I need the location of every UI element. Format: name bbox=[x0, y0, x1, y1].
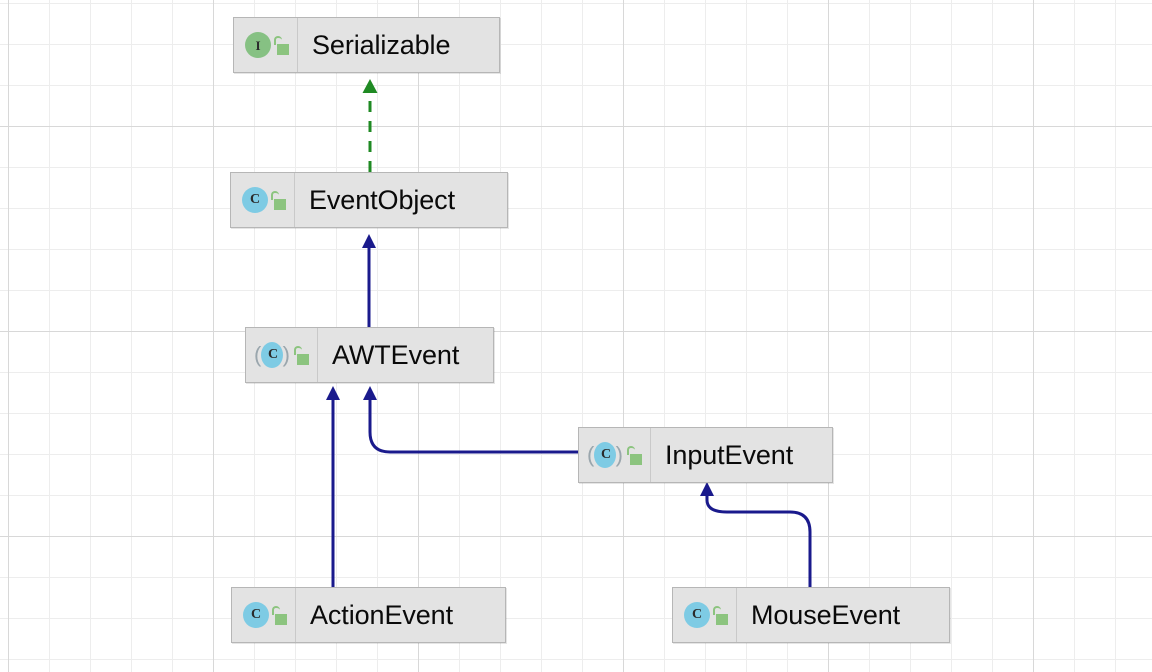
uml-node-inputevent[interactable]: ( C ) InputEvent bbox=[578, 427, 833, 483]
lock-body bbox=[297, 354, 309, 365]
class-badge-icon: C bbox=[682, 602, 710, 628]
lock-shackle bbox=[713, 606, 721, 615]
node-icon-cell: ( C ) bbox=[579, 428, 651, 482]
node-label: AWTEvent bbox=[332, 339, 460, 370]
node-icon-cell: C bbox=[232, 588, 296, 642]
class-badge-icon: C bbox=[241, 602, 269, 628]
edge-mouseevent-extends-inputevent bbox=[700, 482, 812, 589]
edge-inputevent-extends-awtevent bbox=[363, 386, 580, 454]
public-open-lock-icon bbox=[713, 605, 728, 625]
badge-glyph-letter: C bbox=[691, 607, 703, 622]
public-open-lock-icon bbox=[271, 190, 286, 210]
uml-node-mouseevent[interactable]: C MouseEvent bbox=[672, 587, 950, 643]
lock-body bbox=[716, 614, 728, 625]
public-open-lock-icon bbox=[627, 445, 642, 465]
public-open-lock-icon bbox=[272, 605, 287, 625]
node-label: ActionEvent bbox=[310, 599, 453, 630]
node-label: InputEvent bbox=[665, 439, 794, 470]
abstract-class-badge-icon: ( C ) bbox=[587, 442, 623, 468]
lock-shackle bbox=[274, 36, 282, 45]
badge-disc bbox=[243, 602, 269, 628]
badge-glyph-letter: C bbox=[267, 347, 279, 362]
lock-shackle bbox=[272, 606, 280, 615]
lock-body bbox=[274, 199, 286, 210]
badge-disc bbox=[261, 342, 283, 368]
abstract-paren-right: ) bbox=[615, 442, 623, 467]
badge-glyph-letter: C bbox=[250, 607, 262, 622]
uml-node-eventobject[interactable]: C EventObject bbox=[230, 172, 508, 228]
badge-disc bbox=[242, 187, 268, 213]
lock-shackle bbox=[627, 446, 635, 455]
lock-body bbox=[630, 454, 642, 465]
badge-glyph-letter: I bbox=[255, 37, 261, 53]
uml-node-serializable[interactable]: I Serializable bbox=[233, 17, 500, 73]
node-label: EventObject bbox=[309, 184, 455, 215]
lock-shackle bbox=[271, 191, 279, 200]
node-icon-cell: C bbox=[673, 588, 737, 642]
public-open-lock-icon bbox=[294, 345, 309, 365]
node-icon-cell: C bbox=[231, 173, 295, 227]
abstract-paren-left: ( bbox=[254, 342, 262, 367]
class-badge-icon: C bbox=[240, 187, 268, 213]
lock-body bbox=[277, 44, 289, 55]
node-label: Serializable bbox=[312, 29, 451, 60]
badge-disc bbox=[245, 32, 271, 58]
lock-body bbox=[275, 614, 287, 625]
node-icon-cell: I bbox=[234, 18, 298, 72]
node-icon-cell: ( C ) bbox=[246, 328, 318, 382]
badge-glyph-letter: C bbox=[249, 192, 261, 207]
abstract-class-badge-icon: ( C ) bbox=[254, 342, 290, 368]
badge-disc bbox=[684, 602, 710, 628]
uml-node-actionevent[interactable]: C ActionEvent bbox=[231, 587, 506, 643]
badge-disc bbox=[594, 442, 616, 468]
lock-shackle bbox=[294, 346, 302, 355]
uml-node-awtevent[interactable]: ( C ) AWTEvent bbox=[245, 327, 494, 383]
node-label: MouseEvent bbox=[751, 599, 901, 630]
public-open-lock-icon bbox=[274, 35, 289, 55]
badge-glyph-letter: C bbox=[600, 447, 612, 462]
abstract-paren-right: ) bbox=[282, 342, 290, 367]
interface-badge-icon: I bbox=[243, 32, 271, 58]
abstract-paren-left: ( bbox=[587, 442, 595, 467]
